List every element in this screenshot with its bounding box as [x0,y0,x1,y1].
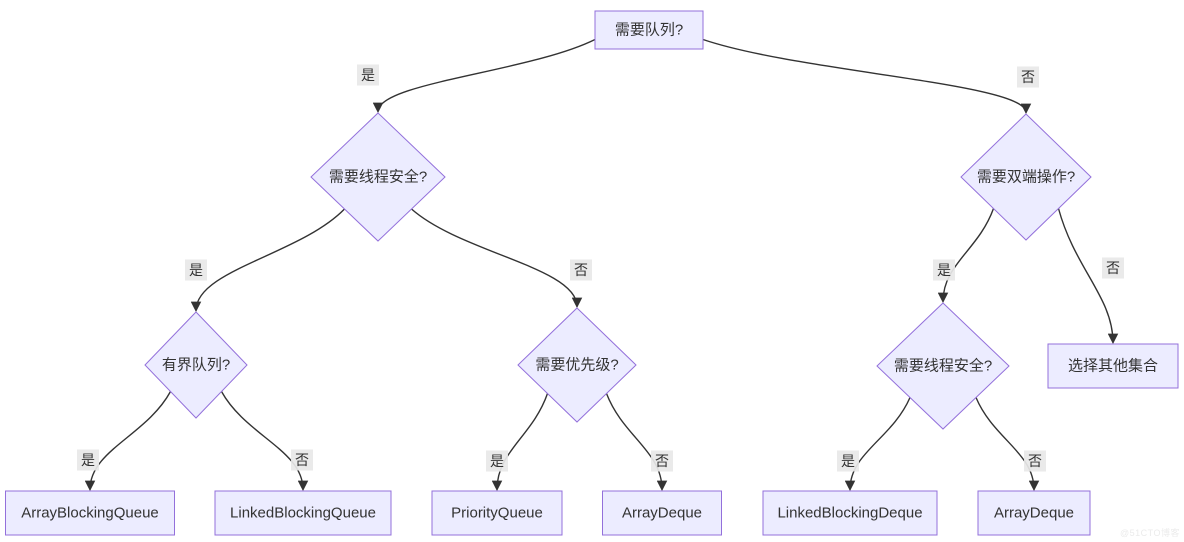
edge-label-bg [185,259,207,281]
edge-label-E-AD1: 否 [651,450,673,472]
node-E: 需要优先级? [517,307,637,423]
edge-label-text: 否 [574,262,588,278]
process-rect [214,490,392,536]
edge-label-A-C: 否 [1017,66,1039,88]
node-label: 选择其他集合 [1068,358,1158,375]
edge-label-text: 否 [1021,69,1035,85]
node-label: 需要队列? [615,22,683,39]
edge-B-E [411,208,583,309]
process-rect [5,490,175,536]
edge-A-B [372,38,596,114]
edge-label-bg [933,259,955,281]
edge-label-text: 是 [841,453,855,469]
node-LBD: LinkedBlockingDeque [762,490,938,536]
edge-E-AD1 [605,393,668,492]
edge-E-PQ [491,393,549,492]
edge-label-text: 是 [937,262,951,278]
process-rect [602,490,722,536]
node-label: ArrayDeque [994,505,1074,522]
edge-C-H [937,208,995,304]
node-I: 选择其他集合 [1047,343,1179,389]
edge-H-AD2 [975,397,1040,492]
node-A: 需要队列? [594,10,704,50]
node-label: 需要优先级? [535,357,618,374]
node-G: LinkedBlockingQueue [214,490,392,536]
edge-label-text: 是 [361,67,375,83]
node-label: 需要线程安全? [329,168,427,186]
edge-A-C [702,38,1032,115]
edge-label-bg [837,450,859,472]
edge-label-text: 是 [81,452,95,468]
node-label: LinkedBlockingQueue [230,505,376,522]
edges-layer [84,38,1119,492]
node-B: 需要线程安全? [310,112,446,242]
edge-D-G [220,391,309,492]
edge-label-D-F: 是 [77,449,99,471]
edge-H-LBD [844,397,911,492]
edge-label-bg [486,450,508,472]
decision-diamond [310,112,446,242]
edge-label-bg [1024,450,1046,472]
edge-D-F [84,391,172,492]
node-AD2: ArrayDeque [977,490,1091,536]
decision-diamond [144,311,248,419]
node-label: PriorityQueue [451,505,543,522]
process-rect [594,10,704,50]
edge-label-E-PQ: 是 [486,450,508,472]
process-rect [431,490,563,536]
decision-diamond [960,113,1092,241]
edge-label-C-I: 否 [1102,257,1124,279]
edge-label-text: 否 [1028,453,1042,469]
edge-label-text: 否 [655,453,669,469]
edge-label-bg [291,449,313,471]
edge-label-text: 否 [1106,260,1120,276]
edge-label-B-D: 是 [185,259,207,281]
edge-label-D-G: 否 [291,449,313,471]
node-label: LinkedBlockingDeque [777,505,922,522]
node-label: 有界队列? [162,357,230,374]
node-label: 需要双端操作? [977,169,1075,186]
node-D: 有界队列? [144,311,248,419]
edge-label-bg [77,449,99,471]
node-C: 需要双端操作? [960,113,1092,241]
edge-label-bg [1017,66,1039,88]
edge-label-bg [651,450,673,472]
node-label: ArrayDeque [622,505,702,522]
node-H: 需要线程安全? [876,302,1010,430]
process-rect [1047,343,1179,389]
edge-label-B-E: 否 [570,259,592,281]
watermark: @51CTO博客 [1120,528,1180,538]
process-rect [977,490,1091,536]
edge-label-C-H: 是 [933,259,955,281]
process-rect [762,490,938,536]
node-label: ArrayBlockingQueue [21,505,159,522]
edge-C-I [1057,208,1119,345]
edge-label-bg [570,259,592,281]
node-AD1: ArrayDeque [602,490,722,536]
decision-diamond [876,302,1010,430]
edge-labels-layer: 是否是否是否是否是否是否 [77,64,1124,472]
edge-label-H-LBD: 是 [837,450,859,472]
edge-label-A-B: 是 [357,64,379,86]
nodes-layer: 需要队列? 需要线程安全? 需要双端操作? 有界队列? 需要优先级? 需要线程安全? 选择其… [5,10,1179,536]
edge-label-text: 是 [490,453,504,469]
edge-label-text: 是 [189,262,203,278]
node-F: ArrayBlockingQueue [5,490,175,536]
edge-label-text: 否 [295,452,309,468]
edge-label-bg [1102,257,1124,279]
node-label: 需要线程安全? [894,357,992,375]
decision-diamond [517,307,637,423]
edge-label-bg [357,64,379,86]
edge-B-D [190,208,346,313]
edge-label-H-AD2: 否 [1024,450,1046,472]
node-PQ: PriorityQueue [431,490,563,536]
